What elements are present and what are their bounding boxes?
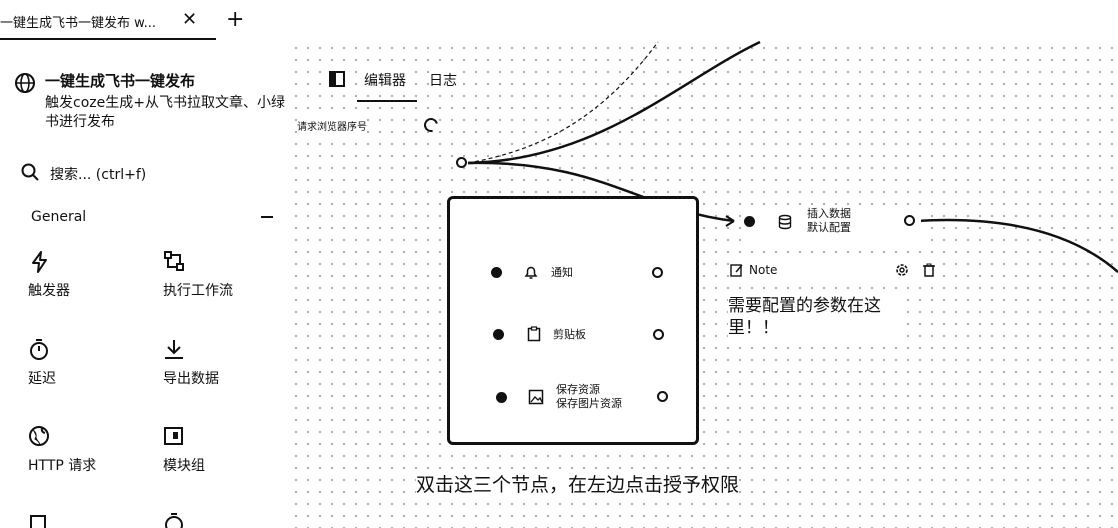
workflow-tab[interactable]: 一键生成飞书一键发布 w... ✕ (0, 8, 216, 40)
note-icon (730, 264, 743, 277)
node-title: 保存资源 (556, 383, 600, 396)
node-subtitle: 保存图片资源 (556, 397, 622, 410)
search-input[interactable]: 搜索... (ctrl+f) (50, 167, 147, 183)
output-port[interactable] (456, 157, 467, 168)
block-label: 延迟 (28, 371, 56, 387)
block-module-group[interactable]: 模块组 (163, 425, 293, 485)
bell-icon (524, 266, 538, 279)
output-port[interactable] (904, 215, 915, 226)
input-port[interactable] (744, 216, 755, 227)
timer-icon (30, 339, 48, 360)
add-tab-icon[interactable]: + (226, 7, 245, 32)
tab-log[interactable]: 日志 (429, 70, 457, 90)
input-port[interactable] (493, 329, 504, 340)
block-label: 模块组 (163, 458, 205, 474)
input-port[interactable] (496, 392, 507, 403)
output-port[interactable] (652, 267, 663, 278)
block-trigger[interactable]: 触发器 (28, 250, 158, 310)
workflow-canvas[interactable] (290, 42, 1118, 528)
workflow-icon (164, 251, 184, 271)
download-icon (165, 340, 183, 359)
block-delay[interactable]: 延迟 (28, 338, 158, 398)
canvas-caption: 双击这三个节点，在左边点击授予权限 (416, 470, 740, 497)
note-header: Note (730, 262, 940, 280)
panel-toggle-icon[interactable] (329, 71, 345, 87)
globe-icon (29, 426, 49, 446)
block-label: 执行工作流 (163, 283, 233, 299)
timer-icon (165, 513, 183, 528)
tab-editor[interactable]: 编辑器 (364, 70, 406, 90)
lightning-icon (32, 251, 47, 273)
workflow-description: 触发coze生成+从飞书拉取文章、小绿书进行发布 (45, 95, 285, 130)
node-subtitle: 默认配置 (807, 221, 851, 234)
search-icon (21, 163, 39, 181)
group-label-general: General (31, 209, 87, 225)
node-group[interactable]: 通知 剪贴板 保存资源 保存图片资源 (447, 196, 699, 445)
close-icon[interactable]: ✕ (182, 9, 198, 30)
block-label: HTTP 请求 (28, 458, 97, 474)
node-title: 剪贴板 (553, 328, 586, 341)
block-http-request[interactable]: HTTP 请求 (28, 425, 158, 485)
active-tab-indicator (357, 100, 417, 102)
collapse-icon[interactable] (261, 216, 273, 218)
output-port[interactable] (653, 329, 664, 340)
clipboard-icon (30, 515, 46, 528)
workflow-name: 一键生成飞书一键发布 (45, 72, 196, 90)
image-icon (528, 389, 544, 405)
tab-bar: 一键生成飞书一键发布 w... ✕ + (0, 0, 1118, 42)
block-export-data[interactable]: 导出数据 (163, 338, 293, 398)
output-port[interactable] (657, 391, 668, 402)
globe-icon (15, 73, 35, 93)
node-title: 通知 (551, 266, 573, 279)
block-label: 触发器 (28, 283, 70, 299)
block-label: 导出数据 (163, 371, 219, 387)
trash-icon[interactable] (922, 263, 936, 277)
note-label: Note (749, 263, 778, 277)
tab-title: 一键生成飞书一键发布 w... (0, 16, 156, 31)
param-label: 请求浏览器序号 (297, 118, 367, 133)
note-text[interactable]: 需要配置的参数在这里！！ (728, 295, 903, 339)
node-title: 插入数据 (807, 207, 851, 220)
module-icon (164, 427, 183, 445)
sidebar: 一键生成飞书一键发布 触发coze生成+从飞书拉取文章、小绿书进行发布 搜索..… (0, 42, 290, 528)
insert-data-node[interactable]: 插入数据 默认配置 (741, 205, 921, 241)
block-partial[interactable] (28, 512, 158, 528)
gear-icon[interactable] (895, 263, 909, 277)
database-icon (778, 214, 792, 230)
input-port[interactable] (491, 267, 502, 278)
block-execute-workflow[interactable]: 执行工作流 (163, 250, 293, 310)
block-partial[interactable] (163, 512, 293, 528)
clipboard-icon (527, 326, 541, 342)
